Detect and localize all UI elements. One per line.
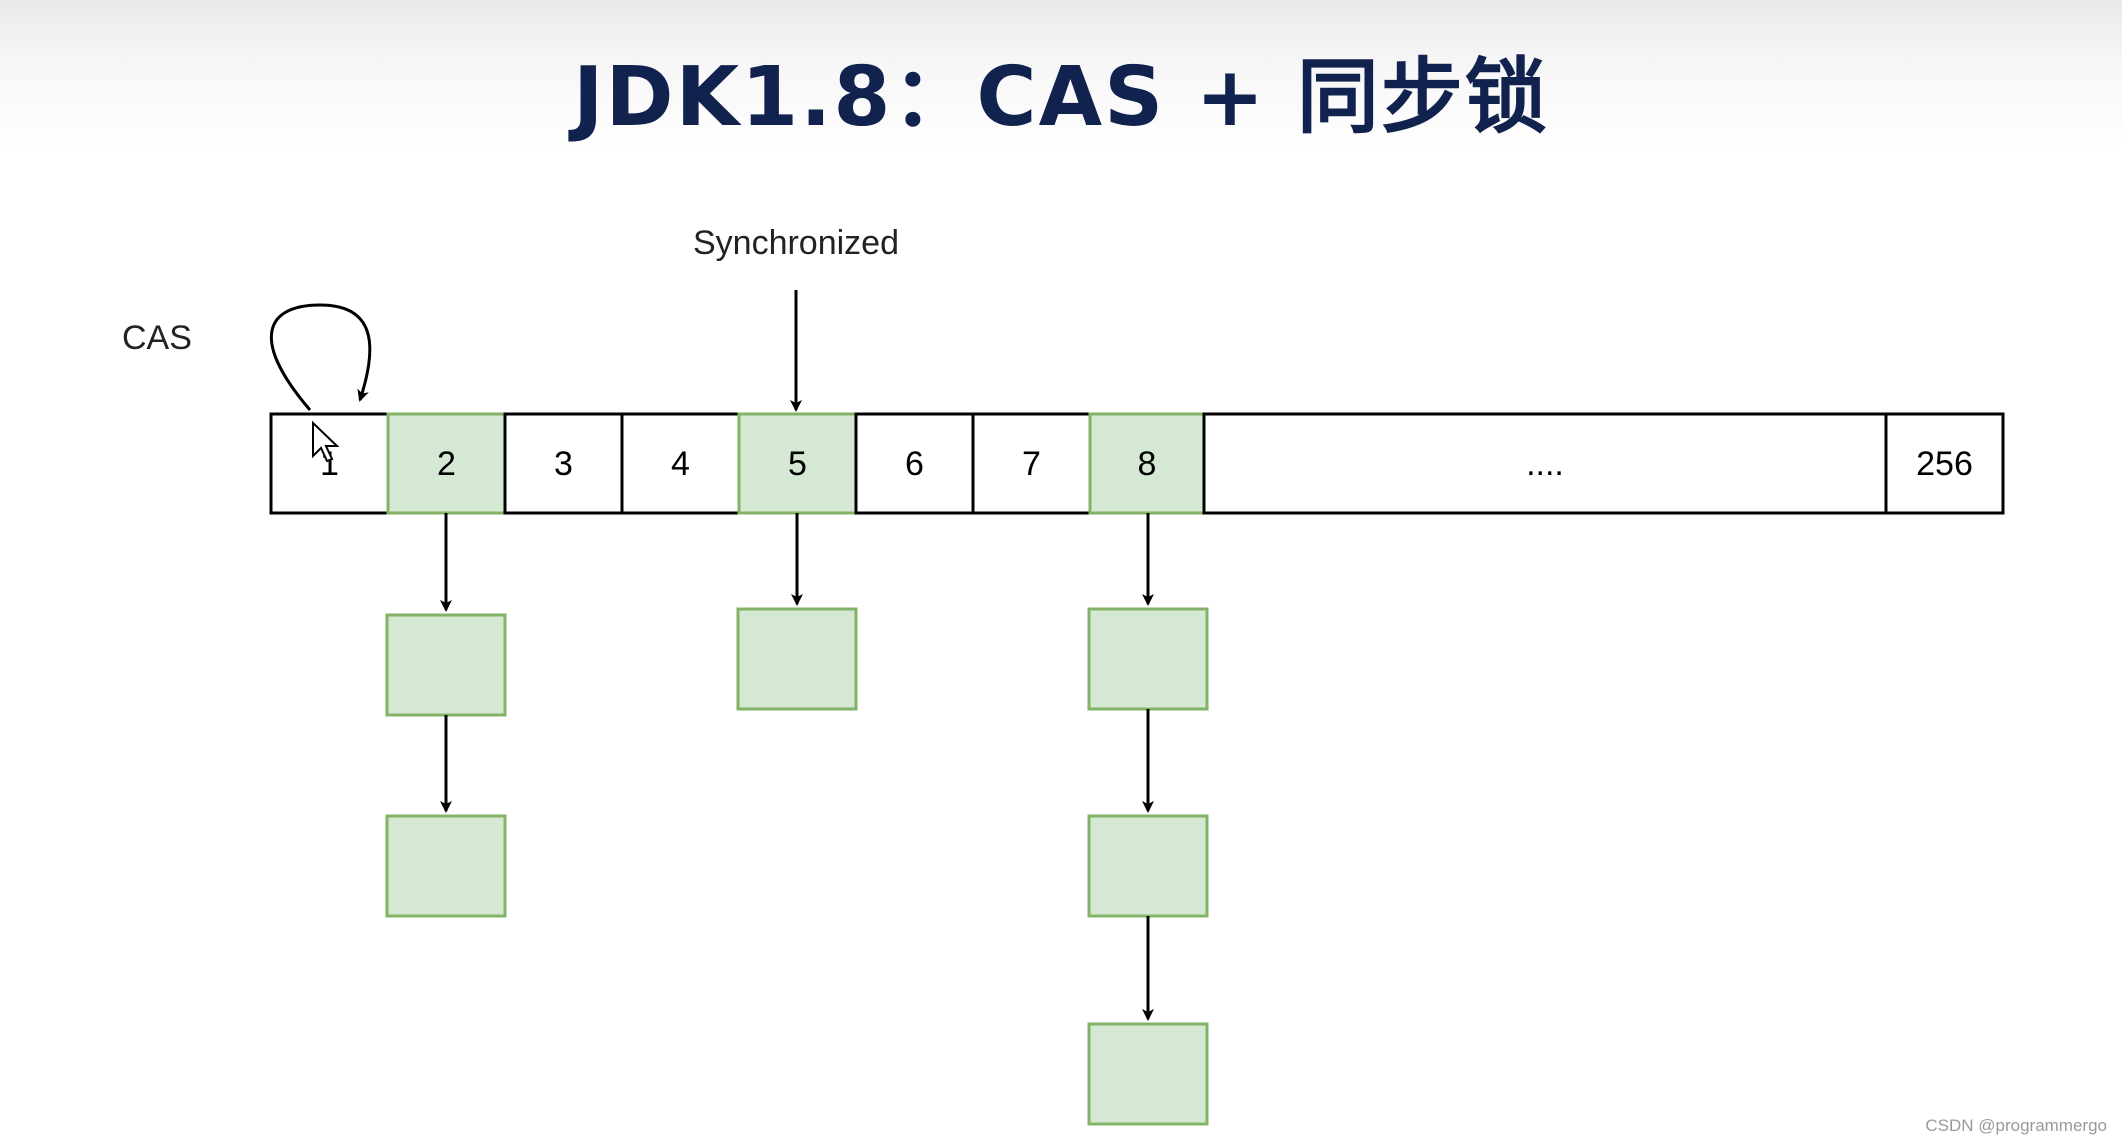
cell-2-label: 2 bbox=[437, 445, 456, 483]
array-cell-4: 4 bbox=[620, 412, 741, 515]
cell-4-label: 4 bbox=[671, 445, 690, 483]
array-cell-1: 1 bbox=[269, 412, 390, 515]
cell-3-box bbox=[503, 412, 624, 515]
cell-5-box bbox=[737, 412, 858, 515]
chain-5-node-1 bbox=[736, 607, 858, 711]
array-cell-8: 8 bbox=[1088, 412, 1206, 515]
cell-7-box bbox=[971, 412, 1092, 515]
cell-4-box bbox=[620, 412, 741, 515]
cell-8-label: 8 bbox=[1138, 445, 1157, 483]
cell-6-label: 6 bbox=[905, 445, 924, 483]
chain-bucket-2 bbox=[385, 513, 507, 918]
array-cell-6: 6 bbox=[854, 412, 975, 515]
watermark: CSDN @programmergo bbox=[1925, 1116, 2107, 1135]
cell-256-label: 256 bbox=[1916, 445, 1973, 483]
array-cell-256: 256 bbox=[1884, 412, 2005, 515]
chain-2-node-2 bbox=[385, 814, 507, 918]
cas-loop-arrow bbox=[269, 303, 372, 411]
cell-1-box bbox=[269, 412, 390, 515]
cell-5-label: 5 bbox=[788, 445, 807, 483]
cell-8-box bbox=[1088, 412, 1206, 515]
chain-8-node-3 bbox=[1087, 1022, 1209, 1126]
cell-ellipsis-box bbox=[1202, 412, 1888, 515]
chain-8-node-1 bbox=[1087, 607, 1209, 711]
cell-7-label: 7 bbox=[1022, 445, 1041, 483]
cell-3-label: 3 bbox=[554, 445, 573, 483]
chain-8-node-2 bbox=[1087, 814, 1209, 918]
array-cell-ellipsis: .... bbox=[1202, 412, 1888, 515]
chain-bucket-5 bbox=[736, 513, 858, 711]
cell-ellipsis-label: .... bbox=[1526, 445, 1564, 483]
bucket-array: 1 2 3 4 5 6 7 bbox=[269, 412, 2005, 515]
array-cell-2: 2 bbox=[386, 412, 507, 515]
cell-6-box bbox=[854, 412, 975, 515]
cas-label: CAS bbox=[122, 319, 192, 357]
array-cell-7: 7 bbox=[971, 412, 1092, 515]
mouse-cursor-icon bbox=[312, 420, 340, 463]
slide-title: JDK1.8：CAS + 同步锁 bbox=[573, 50, 1549, 145]
chain-2-node-1 bbox=[385, 613, 507, 717]
array-cell-5: 5 bbox=[737, 412, 858, 515]
synchronized-label: Synchronized bbox=[693, 224, 899, 262]
cell-256-box bbox=[1884, 412, 2005, 515]
array-cell-3: 3 bbox=[503, 412, 624, 515]
chain-bucket-8 bbox=[1087, 513, 1209, 1126]
